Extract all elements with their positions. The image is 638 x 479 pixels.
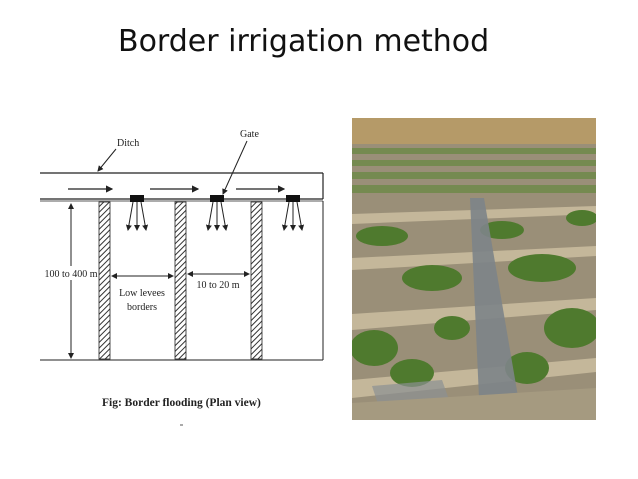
gate-2 <box>205 195 229 231</box>
border-flooding-diagram: 100 to 400 m 10 to 20 m Low levees borde… <box>40 129 324 426</box>
levee-annotation: Low levees borders <box>111 273 174 313</box>
width-dimension: 10 to 20 m <box>187 271 250 291</box>
width-label: 10 to 20 m <box>196 280 239 291</box>
length-label: 100 to 400 m <box>44 269 97 280</box>
photo-distant-rows <box>352 148 596 193</box>
gate-3 <box>281 195 305 231</box>
levee-border-1 <box>98 201 111 360</box>
field-photo <box>352 118 596 420</box>
levee-border-3 <box>250 201 263 360</box>
levee-label-line1: Low levees <box>119 288 165 299</box>
levee-border-2 <box>174 201 187 360</box>
ditch-callout: Ditch <box>97 138 139 172</box>
photo-crop-patches <box>352 210 596 387</box>
photo-water-channel <box>470 198 522 420</box>
gate-callout: Gate <box>222 129 259 195</box>
levee-label-line2: borders <box>127 302 157 313</box>
photo-foreground-soil <box>352 388 596 420</box>
diagram-caption: Fig: Border flooding (Plan view) <box>102 397 261 409</box>
gate-label: Gate <box>240 129 259 140</box>
length-dimension: 100 to 400 m <box>44 203 98 359</box>
slide-title: Border irrigation method <box>118 24 490 59</box>
ditch-label: Ditch <box>117 138 139 149</box>
ditch-channel <box>40 172 324 202</box>
photo-dry-grass <box>352 118 596 146</box>
gate-1 <box>125 195 149 231</box>
